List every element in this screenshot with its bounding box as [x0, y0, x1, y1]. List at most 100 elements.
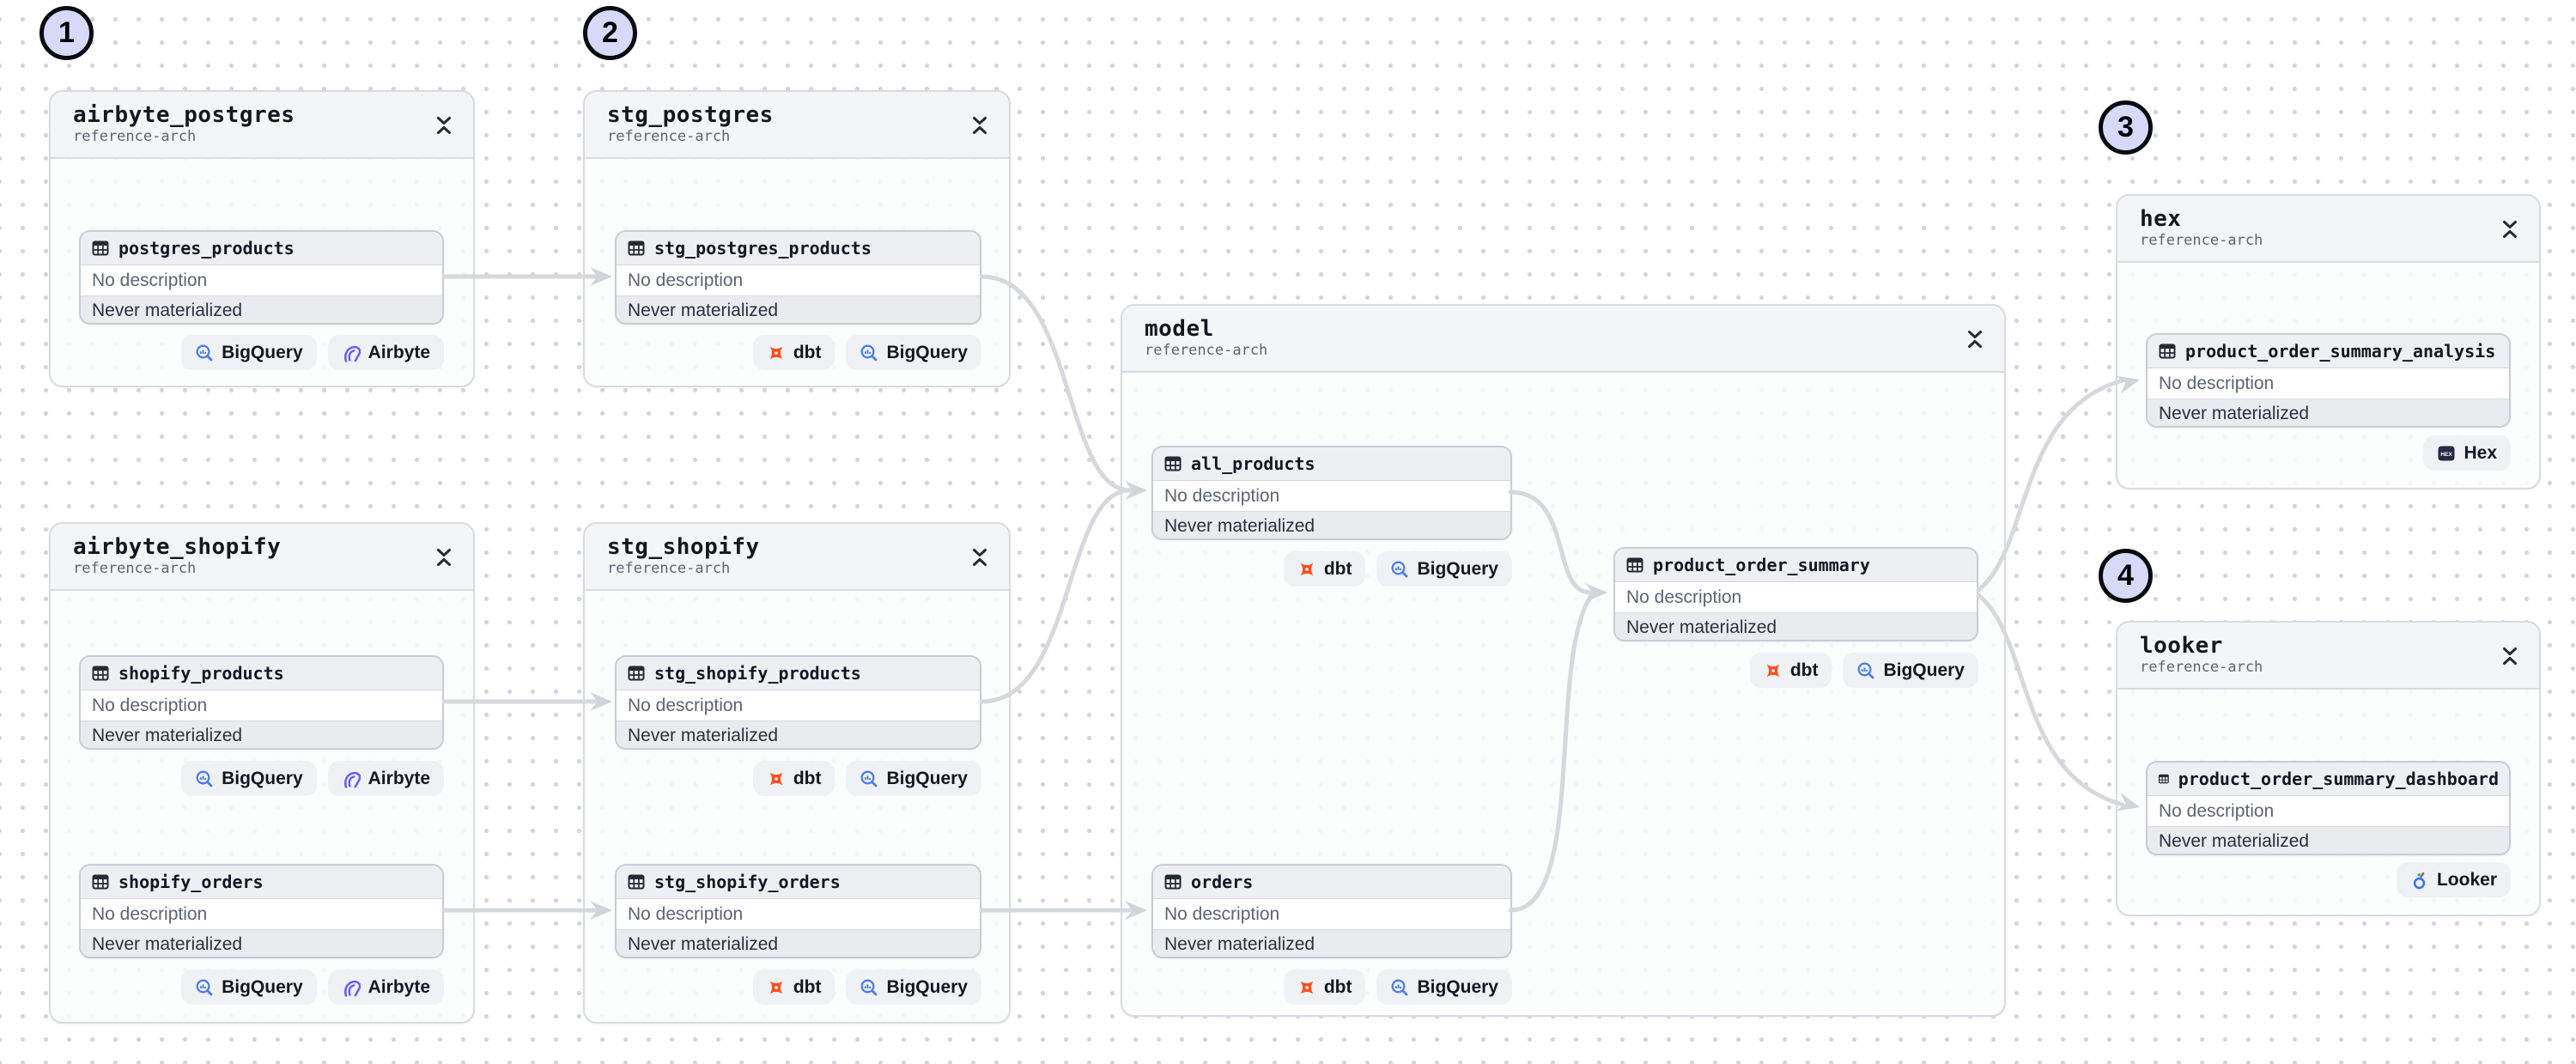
dbt-badge: dbt: [752, 761, 835, 796]
asset-description: No description: [2148, 368, 2509, 398]
step-marker-1: 1: [39, 6, 94, 60]
asset-name: shopify_products: [118, 663, 284, 684]
step-marker-3: 3: [2099, 100, 2153, 155]
asset-card-product-order-summary-analysis[interactable]: product_order_summary_analysis No descri…: [2146, 333, 2511, 428]
group-title: stg_shopify: [607, 534, 760, 560]
asset-description: No description: [2148, 796, 2509, 826]
group-title: hex: [2140, 206, 2182, 232]
airbyte-icon: [343, 980, 361, 997]
bigquery-icon: [196, 769, 213, 787]
asset-card-shopify-products[interactable]: shopify_products No description Never ma…: [79, 655, 444, 750]
bigquery-badge: BigQuery: [181, 335, 317, 370]
collapse-icon[interactable]: [2500, 646, 2520, 666]
group-title: stg_postgres: [607, 102, 774, 128]
hex-badge: Hex: [2423, 435, 2511, 471]
dbt-icon: [766, 343, 786, 362]
dbt-icon: [1297, 977, 1316, 997]
collapse-icon[interactable]: [434, 547, 454, 568]
asset-status: Never materialized: [1615, 612, 1977, 640]
asset-name: postgres_products: [118, 238, 295, 258]
asset-description: No description: [1153, 481, 1510, 511]
asset-name: orders: [1191, 872, 1254, 892]
bigquery-icon: [1391, 560, 1408, 577]
table-icon: [92, 666, 109, 681]
asset-card-all-products[interactable]: all_products No description Never materi…: [1151, 446, 1512, 540]
bigquery-badge: BigQuery: [181, 761, 317, 796]
table-icon: [92, 874, 109, 890]
asset-name: stg_postgres_products: [654, 238, 872, 258]
asset-description: No description: [1153, 899, 1510, 929]
group-title: model: [1145, 316, 1214, 342]
looker-badge: Looker: [2396, 862, 2511, 897]
group-header: stg_postgres reference-arch: [585, 92, 1009, 159]
asset-status: Never materialized: [2148, 826, 2509, 854]
asset-description: No description: [617, 265, 980, 295]
group-stg-postgres: stg_postgres reference-arch stg_postgres…: [583, 90, 1011, 387]
asset-card-stg-shopify-products[interactable]: stg_shopify_products No description Neve…: [615, 655, 981, 750]
bigquery-icon: [196, 978, 213, 995]
asset-name: product_order_summary_analysis: [2185, 341, 2496, 362]
collapse-icon[interactable]: [969, 115, 990, 136]
asset-card-shopify-orders[interactable]: shopify_orders No description Never mate…: [79, 864, 444, 958]
asset-status: Never materialized: [1153, 929, 1510, 957]
asset-card-postgres-products[interactable]: postgres_products No description Never m…: [79, 230, 444, 325]
asset-card-orders[interactable]: orders No description Never materialized: [1151, 864, 1512, 958]
asset-description: No description: [81, 690, 442, 720]
dbt-icon: [1763, 660, 1783, 680]
table-icon: [2159, 344, 2176, 359]
group-header: airbyte_shopify reference-arch: [51, 524, 473, 591]
asset-card-product-order-summary[interactable]: product_order_summary No description Nev…: [1613, 547, 1978, 641]
table-icon: [92, 240, 109, 256]
asset-name: all_products: [1191, 453, 1315, 474]
bigquery-icon: [860, 769, 878, 787]
group-subtitle: reference-arch: [607, 128, 731, 145]
asset-card-stg-shopify-orders[interactable]: stg_shopify_orders No description Never …: [615, 864, 981, 958]
asset-status: Never materialized: [81, 720, 442, 748]
dbt-badge: dbt: [1749, 653, 1832, 688]
group-title: airbyte_postgres: [73, 102, 295, 128]
bigquery-badge: BigQuery: [181, 970, 317, 1005]
group-subtitle: reference-arch: [73, 128, 197, 145]
collapse-icon[interactable]: [1965, 329, 1985, 350]
step-marker-4: 4: [2099, 549, 2153, 603]
bigquery-badge: BigQuery: [1376, 551, 1512, 587]
table-icon: [1164, 874, 1182, 890]
asset-description: No description: [617, 690, 980, 720]
airbyte-icon: [343, 771, 361, 788]
collapse-icon[interactable]: [434, 115, 454, 136]
asset-card-product-order-summary-dashboard[interactable]: product_order_summary_dashboard No descr…: [2146, 761, 2511, 855]
group-header: model reference-arch: [1122, 306, 2004, 373]
dbt-icon: [766, 977, 786, 997]
airbyte-icon: [343, 345, 361, 362]
group-subtitle: reference-arch: [73, 560, 197, 577]
collapse-icon[interactable]: [2500, 219, 2520, 240]
table-icon: [628, 874, 645, 890]
asset-description: No description: [617, 899, 980, 929]
dbt-badge: dbt: [752, 335, 835, 370]
asset-name: stg_shopify_products: [654, 663, 861, 684]
hex-icon: [2438, 446, 2455, 460]
group-subtitle: reference-arch: [1145, 342, 1268, 359]
group-title: airbyte_shopify: [73, 534, 282, 560]
group-subtitle: reference-arch: [2140, 232, 2263, 249]
group-model: model reference-arch all_products No des…: [1121, 304, 2006, 1017]
dbt-badge: dbt: [1283, 970, 1366, 1005]
dbt-badge: dbt: [1283, 551, 1366, 587]
asset-description: No description: [81, 899, 442, 929]
looker-icon: [2413, 871, 2426, 889]
step-marker-2: 2: [583, 6, 637, 60]
group-subtitle: reference-arch: [607, 560, 731, 577]
collapse-icon[interactable]: [969, 547, 990, 568]
bigquery-badge: BigQuery: [846, 761, 981, 796]
group-stg-shopify: stg_shopify reference-arch stg_shopify_p…: [583, 522, 1011, 1024]
asset-card-stg-postgres-products[interactable]: stg_postgres_products No description Nev…: [615, 230, 981, 325]
group-airbyte-shopify: airbyte_shopify reference-arch shopify_p…: [49, 522, 475, 1024]
group-header: airbyte_postgres reference-arch: [51, 92, 473, 159]
asset-status: Never materialized: [1153, 511, 1510, 538]
group-header: hex reference-arch: [2117, 196, 2539, 263]
asset-status: Never materialized: [81, 929, 442, 957]
asset-status: Never materialized: [81, 295, 442, 323]
bigquery-badge: BigQuery: [1376, 970, 1512, 1005]
group-header: looker reference-arch: [2117, 623, 2539, 690]
